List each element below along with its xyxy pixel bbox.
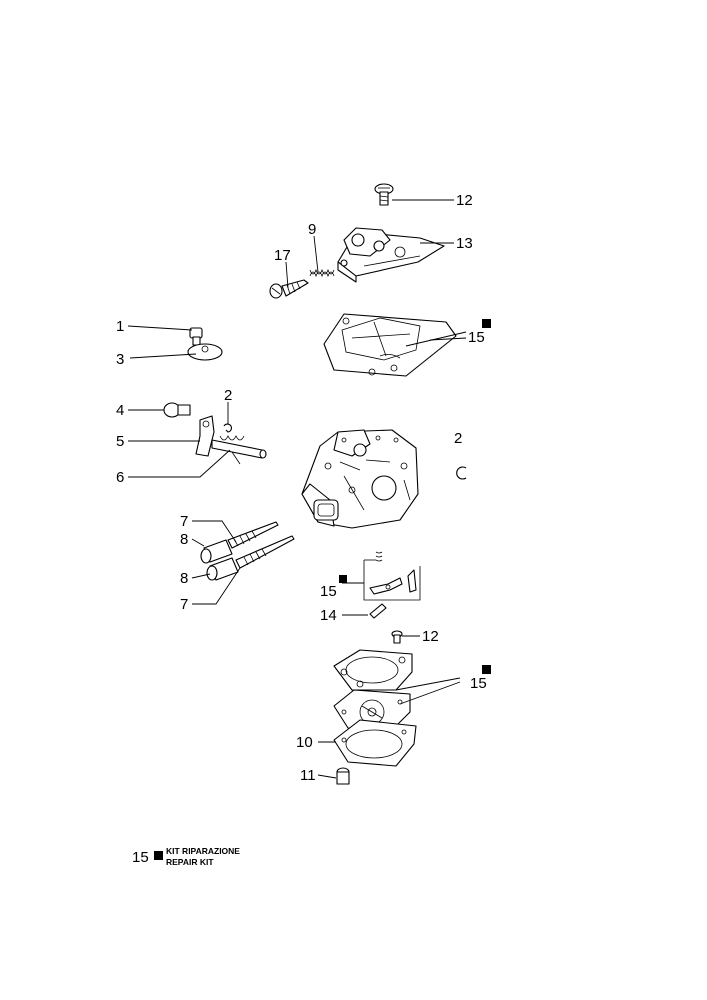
callout-10: 10 [296, 734, 313, 751]
kit-marker-bottom [482, 665, 491, 674]
callout-17: 17 [274, 247, 291, 264]
gasket-15-bottom-a [333, 649, 413, 691]
needle-7-lower [235, 535, 295, 569]
callout-1: 1 [116, 318, 124, 335]
clip-2-left [223, 423, 232, 433]
callout-12-bottom: 12 [422, 628, 439, 645]
callout-5: 5 [116, 433, 124, 450]
leader-lines [127, 199, 467, 779]
kit-marker-middle [339, 575, 347, 583]
spring-9 [309, 268, 335, 278]
shaft-6 [211, 435, 267, 465]
cover-13 [337, 227, 445, 283]
screw-1 [189, 327, 203, 346]
callout-14: 14 [320, 607, 337, 624]
callout-7-upper: 7 [180, 513, 188, 530]
callout-11: 11 [300, 767, 316, 784]
cover-10 [333, 719, 417, 767]
legend-kit-marker [154, 851, 163, 860]
callout-15-bottom: 15 [470, 675, 487, 692]
carburetor-body [301, 429, 419, 529]
screw-17 [269, 279, 309, 299]
callout-6: 6 [116, 469, 124, 486]
cap-8-lower [206, 557, 239, 581]
callout-8-lower: 8 [180, 570, 188, 587]
callout-15-top: 15 [468, 329, 485, 346]
callout-2-right: 2 [454, 430, 462, 447]
callout-9: 9 [308, 221, 316, 238]
callout-7-lower: 7 [180, 596, 188, 613]
cap-8-upper [200, 539, 233, 564]
needle-7-upper [227, 521, 279, 549]
callout-3: 3 [116, 351, 124, 368]
gasket-15-top [323, 313, 457, 377]
screw-12-top [374, 183, 394, 206]
callout-2-left: 2 [224, 387, 232, 404]
legend: 15 KIT RIPARAZIONE REPAIR KIT [132, 846, 240, 867]
callout-15-middle: 15 [320, 583, 337, 600]
clip-2-right [456, 466, 467, 480]
pin-14 [369, 603, 387, 619]
lever-5 [195, 415, 215, 457]
gasket-15-bottom-b [333, 689, 411, 731]
screw-4 [163, 402, 191, 418]
screw-11 [336, 767, 350, 785]
legend-line-1: KIT RIPARAZIONE [166, 846, 240, 856]
legend-line-2: REPAIR KIT [166, 857, 214, 867]
washer-3 [187, 343, 223, 361]
callout-8-upper: 8 [180, 531, 188, 548]
screw-12-bottom [391, 630, 403, 644]
callout-12-top: 12 [456, 192, 473, 209]
legend-number: 15 [132, 849, 149, 866]
callout-13: 13 [456, 235, 473, 252]
kit-marker-top [482, 319, 491, 328]
kit-15-box [363, 551, 421, 601]
callout-4: 4 [116, 402, 124, 419]
